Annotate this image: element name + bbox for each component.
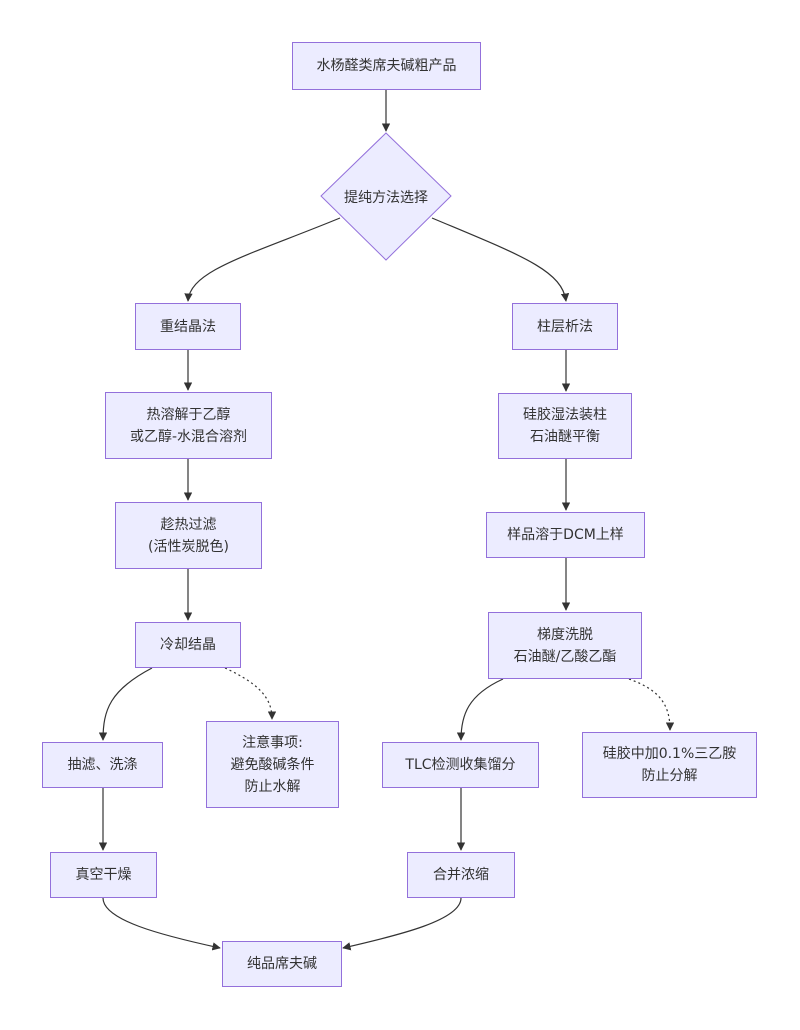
node-cool-crystallize-label: 冷却结晶 [160, 637, 216, 653]
node-combine-concentrate: 合并浓缩 [407, 852, 515, 898]
node-vacuum-dry-label: 真空干燥 [75, 867, 132, 883]
edge-choose-to-recryst [184, 217, 341, 302]
node-dissolve: 热溶解于乙醇 或乙醇-水混合溶剂 [105, 392, 272, 459]
node-tlc-collect: TLC检测收集馏分 [382, 742, 539, 788]
node-sample-loading: 样品溶于DCM上样 [486, 512, 645, 558]
node-hot-filter-line1: 趁热过滤 [160, 516, 217, 533]
node-sample-loading-label: 样品溶于DCM上样 [507, 527, 624, 543]
node-combine-concentrate-label: 合并浓缩 [433, 867, 489, 883]
node-pack-column: 硅胶湿法装柱 石油醚平衡 [498, 393, 632, 459]
node-gradient-elution-line1: 梯度洗脱 [537, 626, 593, 643]
node-pure-schiff-base-label: 纯品席夫碱 [247, 956, 317, 972]
node-method-choice-label: 提纯方法选择 [344, 189, 428, 206]
edge-cool-to-suction [98, 667, 153, 741]
node-column-chromatography-label: 柱层析法 [537, 318, 593, 335]
node-silica-note: 硅胶中加0.1%三乙胺 防止分解 [582, 732, 757, 798]
node-gradient-elution: 梯度洗脱 石油醚/乙酸乙酯 [488, 612, 642, 679]
node-tlc-collect-label: TLC检测收集馏分 [405, 757, 516, 773]
node-caution-note-line1: 注意事项: [242, 734, 303, 751]
node-caution-note-line3: 防止水解 [244, 778, 301, 795]
node-column-chromatography: 柱层析法 [512, 303, 618, 350]
edge-choose-to-column [431, 217, 570, 302]
decision-diamond [320, 132, 452, 261]
node-method-choice: 提纯方法选择 [321, 133, 451, 260]
node-silica-note-line2: 防止分解 [641, 768, 698, 784]
node-vacuum-dry: 真空干燥 [50, 852, 157, 898]
node-cool-crystallize: 冷却结晶 [135, 622, 241, 668]
node-pack-column-line1: 硅胶湿法装柱 [523, 407, 607, 423]
node-gradient-elution-line2: 石油醚/乙酸乙酯 [513, 648, 617, 665]
node-crude-product: 水杨醛类席夫碱粗产品 [292, 42, 481, 90]
edge-concentrate-to-pure [342, 897, 462, 951]
node-silica-note-line1: 硅胶中加0.1%三乙胺 [602, 746, 737, 762]
edge-vacdry-to-pure [102, 897, 221, 951]
node-pure-schiff-base: 纯品席夫碱 [222, 941, 342, 987]
node-suction-filter: 抽滤、洗涤 [42, 742, 163, 788]
node-hot-filter-line2: (活性炭脱色) [148, 538, 229, 555]
node-recrystallization: 重结晶法 [135, 303, 241, 350]
node-suction-filter-label: 抽滤、洗涤 [67, 757, 138, 773]
edge-elute-to-tlc [456, 678, 504, 741]
node-caution-note-line2: 避免酸碱条件 [230, 756, 315, 773]
edge-cool-to-note [224, 667, 277, 720]
edge-elute-to-note [628, 678, 675, 731]
node-caution-note: 注意事项: 避免酸碱条件 防止水解 [206, 721, 339, 808]
node-pack-column-line2: 石油醚平衡 [530, 429, 600, 445]
node-dissolve-line1: 热溶解于乙醇 [146, 406, 231, 423]
node-hot-filter: 趁热过滤 (活性炭脱色) [115, 502, 262, 569]
node-crude-product-label: 水杨醛类席夫碱粗产品 [316, 58, 457, 74]
node-recrystallization-label: 重结晶法 [160, 318, 216, 335]
node-dissolve-line2: 或乙醇-水混合溶剂 [129, 428, 248, 445]
